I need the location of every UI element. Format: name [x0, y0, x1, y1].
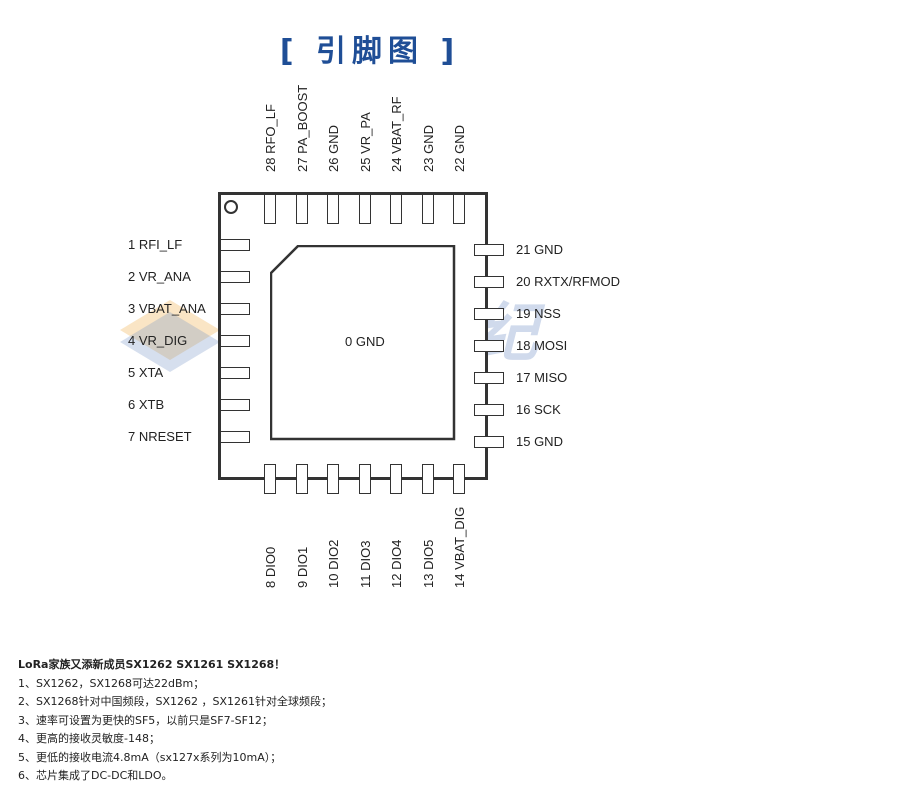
pin-pad-right — [474, 404, 504, 416]
pin-pad-left — [220, 367, 250, 379]
feature-notes: LoRa家族又添新成员SX1262 SX1261 SX1268！ 1、SX126… — [18, 656, 638, 786]
pin-label-right: 15 GND — [516, 434, 563, 449]
notes-heading: LoRa家族又添新成员SX1262 SX1261 SX1268！ — [18, 658, 286, 671]
pin-pad-left — [220, 271, 250, 283]
pin-pad-bottom — [421, 464, 434, 494]
pin-label-bottom: 8 DIO0 — [263, 546, 278, 588]
note-item: 1、SX1262，SX1268可达22dBm； — [18, 676, 205, 690]
pin-label-right: 18 MOSI — [516, 338, 568, 353]
pin-pad-bottom — [264, 464, 276, 494]
pin-label-left: 1 RFI_LF — [128, 237, 183, 252]
pin-label-left: 4 VR_DIG — [128, 333, 188, 348]
exposed-pad-label: 0 GND — [345, 334, 385, 349]
pin-label-top: 27 PA_BOOST — [294, 84, 310, 172]
pin-label-left: 5 XTA — [128, 365, 164, 380]
pin-pad-top — [390, 194, 402, 224]
pin-label-top: 26 GND — [326, 125, 341, 172]
pin-label-top: 24 VBAT_RF — [389, 96, 404, 172]
pin-pad-left — [220, 239, 250, 251]
pin-pad-right — [474, 340, 504, 352]
pin-pad-bottom — [295, 464, 308, 494]
pin-pad-top — [295, 194, 308, 224]
pin-label-bottom: 10 DIO2 — [326, 539, 341, 588]
pin-label-top: 23 GND — [420, 125, 436, 172]
pin-label-top: 22 GND — [452, 125, 467, 172]
pin-pad-right — [474, 244, 504, 256]
exposed-pad — [270, 245, 456, 441]
pin-label-top: 28 RFO_LF — [263, 104, 278, 172]
pin-pad-top — [264, 194, 276, 224]
pin-pad-left — [220, 431, 250, 443]
pin-pad-right — [474, 436, 504, 448]
pin-pad-top — [358, 194, 371, 224]
note-item: 6、芯片集成了DC-DC和LDO。 — [18, 769, 173, 782]
pin-label-bottom: 14 VBAT_DIG — [452, 506, 467, 588]
pin-label-bottom: 12 DIO4 — [389, 539, 404, 588]
pin-pad-left — [220, 399, 250, 411]
chip-package — [218, 192, 488, 480]
note-item: 4、更高的接收灵敏度-148； — [18, 732, 160, 745]
pin-label-bottom: 11 DIO3 — [357, 540, 373, 588]
pin-pad-bottom — [390, 464, 402, 494]
pin-label-top: 25 VR_PA — [357, 112, 373, 172]
pin-label-right: 17 MISO — [516, 370, 568, 385]
pin-label-right: 21 GND — [516, 242, 563, 257]
note-item: 2、SX1268针对中国频段，SX1262 ，SX1261针对全球频段； — [18, 695, 333, 708]
note-item: 3、速率可设置为更快的SF5，以前只是SF7-SF12； — [18, 713, 273, 727]
pin-pad-right — [474, 372, 504, 384]
pin-label-left: 2 VR_ANA — [128, 269, 191, 284]
page-title: [ 引脚图 ] — [279, 34, 461, 69]
pin-pad-top — [453, 194, 465, 224]
pin-pad-top — [421, 194, 434, 224]
pin-label-bottom: 13 DIO5 — [420, 539, 436, 588]
pin-pad-left — [220, 335, 250, 347]
pin-pad-bottom — [327, 464, 339, 494]
note-item: 5、更低的接收电流4.8mA（sx127x系列为10mA）； — [18, 750, 282, 764]
pin-label-right: 16 SCK — [516, 402, 561, 417]
pin-label-left: 3 VBAT_ANA — [128, 301, 206, 316]
pin-label-right: 19 NSS — [516, 306, 561, 321]
pin-label-left: 7 NRESET — [128, 429, 192, 444]
pin-pad-right — [474, 308, 504, 320]
pin-label-left: 6 XTB — [128, 397, 165, 412]
pin-pad-left — [220, 303, 250, 315]
pin-pad-top — [327, 194, 339, 224]
pin-pad-right — [474, 276, 504, 288]
pin1-marker-icon — [224, 200, 238, 214]
pin-pad-bottom — [358, 464, 371, 494]
pin-pad-bottom — [453, 464, 465, 494]
pin-label-right: 20 RXTX/RFMOD — [516, 274, 621, 289]
pin-label-bottom: 9 DIO1 — [294, 546, 310, 588]
